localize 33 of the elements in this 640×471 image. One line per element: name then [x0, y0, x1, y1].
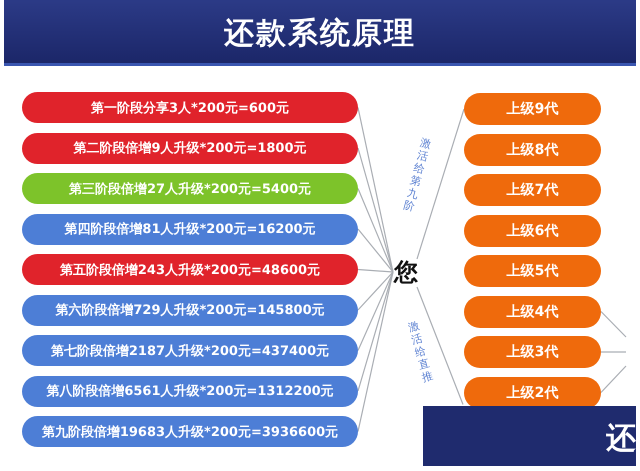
level-pill: 上级9代 [464, 93, 601, 125]
stage-pill: 第八阶段倍增6561人升级*200元=1312200元 [22, 376, 358, 406]
connector-line [358, 272, 394, 310]
connector-line [600, 366, 626, 393]
connector-line [357, 188, 394, 272]
level-pill: 上级8代 [464, 134, 601, 166]
connector-line [416, 108, 465, 260]
node-text: 您 [393, 257, 419, 287]
panel-title: 还 [606, 421, 636, 456]
stage-pill: 第二阶段倍增9人升级*200元=1800元 [22, 132, 358, 164]
connector-line [601, 351, 626, 353]
stage-pill: 第九阶段倍增19683人升级*200元=3936600元 [22, 416, 358, 447]
connector-line [357, 272, 394, 432]
stage-pill: 第六阶段倍增729人升级*200元=145800元 [22, 294, 358, 326]
level-pill: 上级4代 [464, 296, 601, 328]
connector-line [358, 228, 394, 272]
connector-line [358, 268, 394, 273]
level-pill: 上级3代 [464, 336, 601, 368]
stage-pill: 第四阶段倍增81人升级*200元=16200元 [22, 214, 358, 244]
level-pill: 上级5代 [464, 255, 601, 287]
stage-pill: 第三阶段倍增27人升级*200元=5400元 [22, 173, 358, 204]
stage-pill: 第一阶段分享3人*200元=600元 [22, 92, 358, 123]
level-pill: 上级7代 [464, 174, 601, 206]
connector-line [357, 148, 394, 272]
level-pill: 上级2代 [464, 376, 601, 408]
connector-line [357, 272, 394, 351]
connector-line [416, 286, 464, 405]
connector-line [600, 311, 626, 338]
title: 还款系统原理 [224, 14, 416, 52]
connector-line [357, 272, 394, 392]
level-pill: 上级6代 [464, 214, 601, 246]
stage-pill: 第五阶段倍增243人升级*200元=48600元 [22, 254, 358, 285]
stage-pill: 第七阶段倍增2187人升级*200元=437400元 [22, 335, 358, 366]
